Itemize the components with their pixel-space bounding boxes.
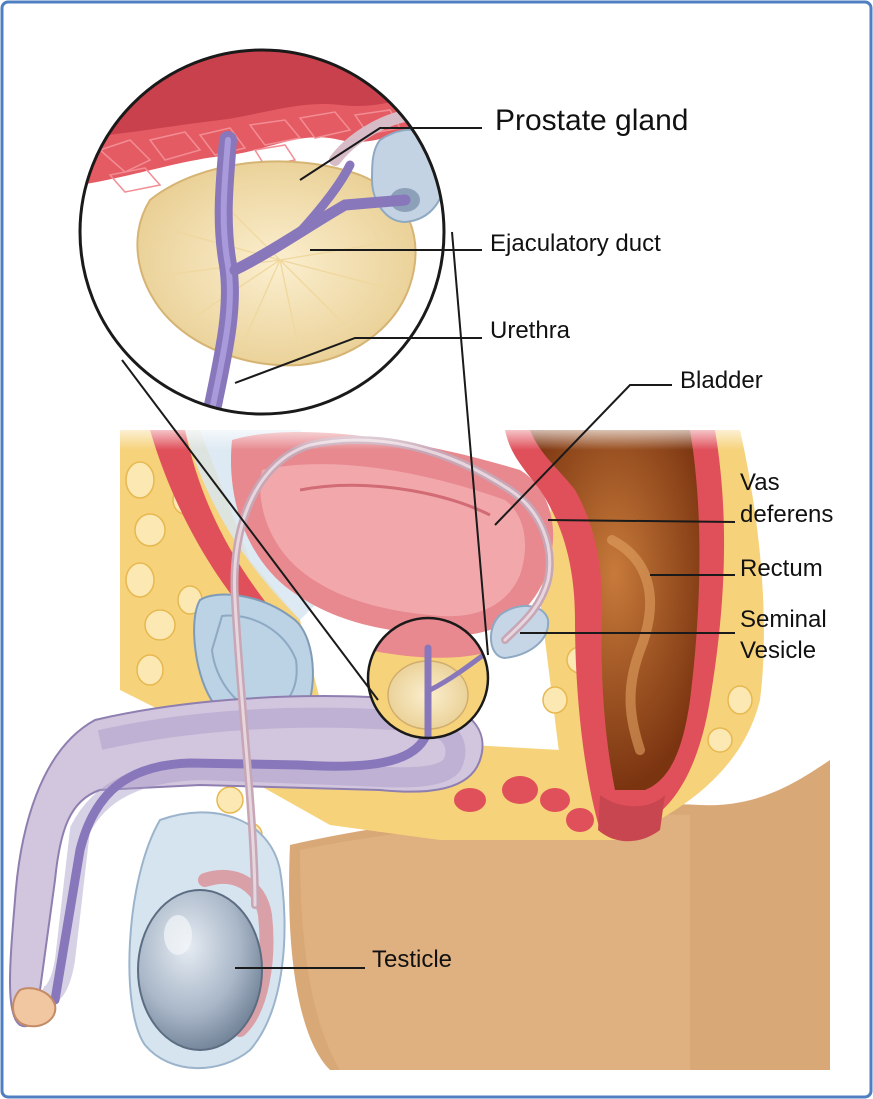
- vas-deferens-leader: [547, 519, 736, 523]
- urethra-main: [50, 725, 433, 1005]
- magnifier-line-right: [451, 231, 489, 656]
- label-vas-deferens-1: Vas: [740, 469, 780, 496]
- testicle: [137, 889, 263, 1051]
- small-prostate-circle: [366, 616, 490, 740]
- rectum: [530, 430, 700, 790]
- label-rectum: Rectum: [740, 555, 823, 582]
- label-seminal-vesicle-2: Vesicle: [740, 637, 816, 664]
- label-testicle: Testicle: [372, 946, 452, 973]
- label-vas-deferens-2: deferens: [740, 501, 833, 528]
- bladder-leader: [494, 384, 672, 526]
- ejaculatory-duct-zoom: [229, 194, 411, 276]
- magnifier-line-left: [121, 359, 379, 701]
- urethra-leader: [234, 337, 482, 384]
- seminal-vesicle: [489, 604, 550, 660]
- label-ejaculatory-duct: Ejaculatory duct: [490, 230, 661, 257]
- abdominal-muscle: [150, 430, 280, 632]
- prostate-gland-leader: [299, 127, 482, 181]
- prostate-gland: [136, 160, 417, 367]
- label-seminal-vesicle-1: Seminal: [740, 606, 827, 633]
- label-bladder: Bladder: [680, 367, 763, 394]
- label-urethra: Urethra: [490, 317, 571, 344]
- label-prostate-gland: Prostate gland: [495, 104, 688, 137]
